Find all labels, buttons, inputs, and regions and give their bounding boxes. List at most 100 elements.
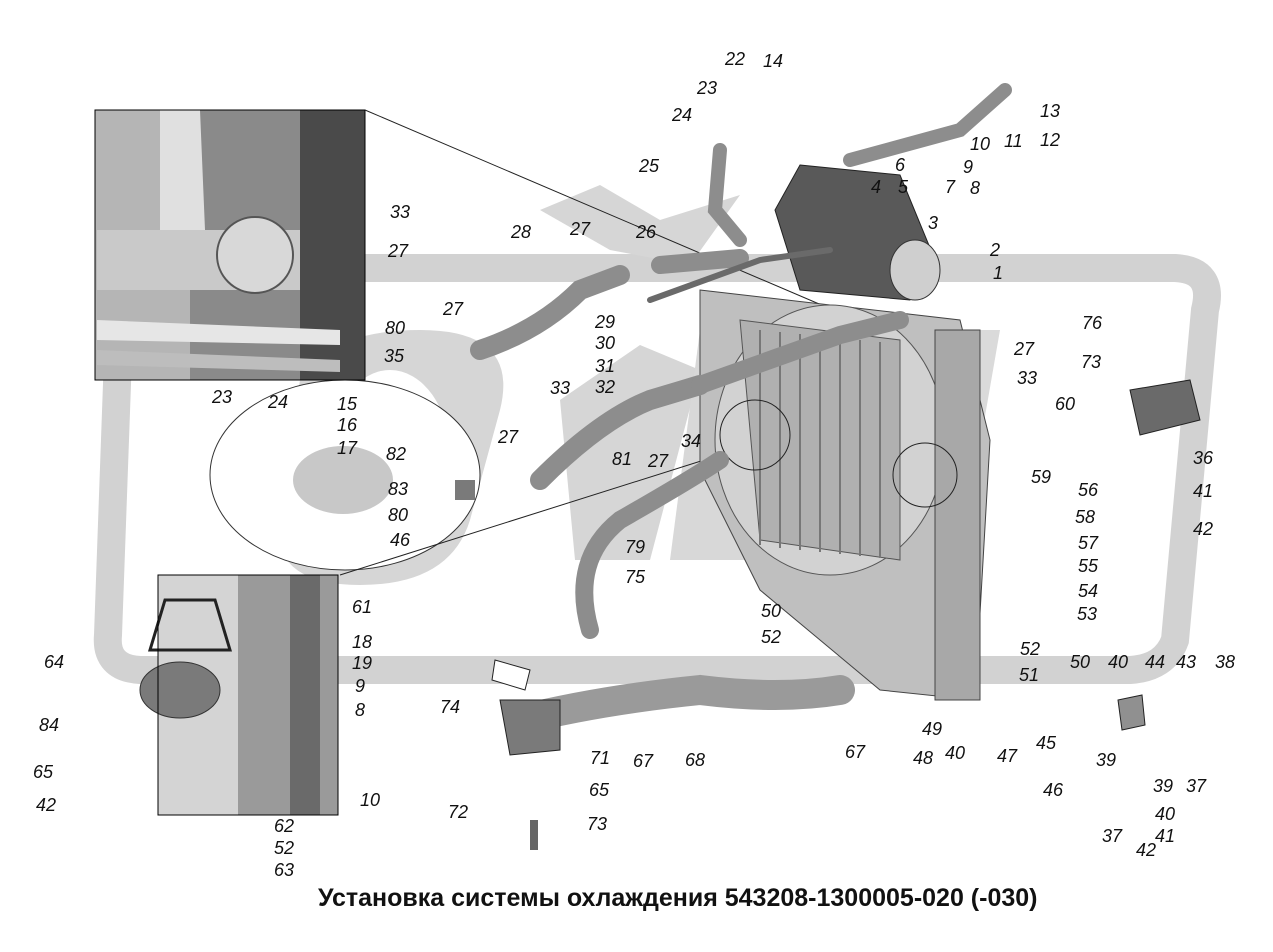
callout-label: 27 <box>442 299 464 319</box>
callout-label: 3 <box>928 213 938 233</box>
callout-label: 76 <box>1082 313 1103 333</box>
callout-label: 11 <box>1004 131 1023 151</box>
callout-label: 63 <box>274 860 294 880</box>
callout-label: 30 <box>595 333 615 353</box>
callout-label: 27 <box>497 427 519 447</box>
callout-label: 9 <box>355 676 365 696</box>
callout-label: 28 <box>510 222 531 242</box>
callout-label: 7 <box>945 177 956 197</box>
callout-label: 19 <box>352 653 372 673</box>
callout-label: 61 <box>352 597 372 617</box>
callout-label: 52 <box>761 627 781 647</box>
callout-label: 79 <box>625 537 645 557</box>
callout-label: 58 <box>1075 507 1095 527</box>
callout-label: 50 <box>761 601 781 621</box>
callout-label: 55 <box>1078 556 1099 576</box>
callout-label: 80 <box>385 318 405 338</box>
callout-label: 65 <box>33 762 54 782</box>
callout-label: 37 <box>1186 776 1207 796</box>
detail-disc <box>209 379 481 571</box>
callout-label: 42 <box>1136 840 1156 860</box>
callout-label: 12 <box>1040 130 1060 150</box>
callout-label: 82 <box>386 444 406 464</box>
callout-label: 47 <box>997 746 1018 766</box>
callout-label: 34 <box>681 431 701 451</box>
callout-label: 27 <box>1013 339 1035 359</box>
callout-label: 40 <box>1108 652 1128 672</box>
callout-label: 27 <box>647 451 669 471</box>
callout-label: 10 <box>970 134 990 154</box>
callout-label: 49 <box>922 719 942 739</box>
callout-label: 41 <box>1193 481 1213 501</box>
callout-label: 40 <box>945 743 965 763</box>
callout-label: 50 <box>1070 652 1090 672</box>
callout-label: 83 <box>388 479 408 499</box>
callout-label: 13 <box>1040 101 1060 121</box>
callout-label: 23 <box>211 387 232 407</box>
inset-photo-top <box>94 109 366 381</box>
callout-label: 16 <box>337 415 358 435</box>
callout-label: 36 <box>1193 448 1214 468</box>
callout-label: 42 <box>1193 519 1213 539</box>
callout-label: 72 <box>448 802 468 822</box>
callout-label: 48 <box>913 748 933 768</box>
radiator-assembly <box>699 289 991 701</box>
expansion-tank <box>774 164 941 301</box>
callout-label: 23 <box>696 78 717 98</box>
callout-label: 67 <box>845 742 866 762</box>
leader-line <box>339 454 721 576</box>
callout-label: 41 <box>1155 826 1175 846</box>
callout-label: 44 <box>1145 652 1165 672</box>
callout-label: 71 <box>590 748 610 768</box>
callout-label: 29 <box>594 312 615 332</box>
callout-label: 52 <box>274 838 294 858</box>
callout-label: 40 <box>1155 804 1175 824</box>
callout-label: 8 <box>355 700 365 720</box>
callout-label: 75 <box>625 567 646 587</box>
callout-label: 24 <box>267 392 288 412</box>
leader-line <box>364 109 881 331</box>
inset-photo-bottom <box>139 574 339 816</box>
callout-label: 73 <box>1081 352 1101 372</box>
callout-label: 38 <box>1215 652 1235 672</box>
callout-label: 8 <box>970 178 980 198</box>
callout-label: 25 <box>638 156 660 176</box>
callout-label: 24 <box>671 105 692 125</box>
callout-label: 27 <box>569 219 591 239</box>
callout-label: 9 <box>963 157 973 177</box>
callout-label: 17 <box>337 438 358 458</box>
callout-label: 73 <box>587 814 607 834</box>
callout-label: 33 <box>390 202 410 222</box>
callout-label: 39 <box>1096 750 1116 770</box>
callout-label: 80 <box>388 505 408 525</box>
callout-label: 59 <box>1031 467 1051 487</box>
hoses <box>470 83 1012 735</box>
callout-label: 53 <box>1077 604 1097 624</box>
callout-label: 56 <box>1078 480 1099 500</box>
callout-label: 33 <box>1017 368 1037 388</box>
callout-label: 4 <box>871 177 881 197</box>
callout-label: 31 <box>595 356 615 376</box>
callout-label: 33 <box>550 378 570 398</box>
callout-label: 46 <box>1043 780 1064 800</box>
callout-label: 6 <box>895 155 906 175</box>
callout-label: 15 <box>337 394 358 414</box>
callout-label: 45 <box>1036 733 1057 753</box>
diagram-title: Установка системы охлаждения 543208-1300… <box>318 884 1038 912</box>
callout-label: 39 <box>1153 776 1173 796</box>
hardware <box>455 379 1201 850</box>
callout-label: 81 <box>612 449 632 469</box>
callout-label: 14 <box>763 51 783 71</box>
callout-label: 51 <box>1019 665 1039 685</box>
callout-label: 68 <box>685 750 705 770</box>
callout-label: 18 <box>352 632 372 652</box>
callout-label: 27 <box>387 241 409 261</box>
callout-label: 54 <box>1078 581 1098 601</box>
callout-label: 5 <box>898 177 909 197</box>
callout-label: 32 <box>595 377 615 397</box>
callout-label: 35 <box>384 346 405 366</box>
callout-label: 10 <box>360 790 380 810</box>
callout-label: 37 <box>1102 826 1123 846</box>
callout-label: 57 <box>1078 533 1099 553</box>
callout-label: 65 <box>589 780 610 800</box>
